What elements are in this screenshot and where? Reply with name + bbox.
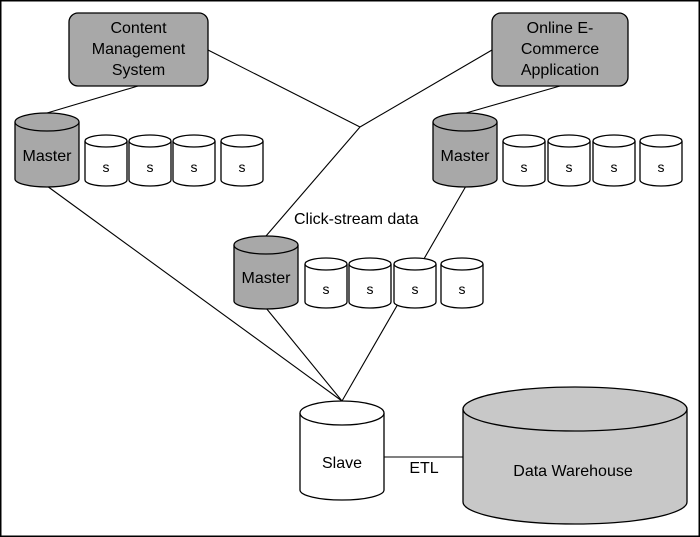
clickstream-slave-db-4: s [440,257,484,309]
cms-master-label: Master [23,148,73,165]
ecommerce-database-cluster: Master s s s s [432,112,683,188]
ecommerce-slave-db-1: s [502,134,546,187]
cms-label-line3: System [112,62,165,79]
slave-db: Slave [299,400,385,501]
clickstream-slave-db-3: s [393,257,437,309]
connector-lines [46,49,561,458]
clickstream-database-cluster: Master s s s s [233,235,484,310]
data-warehouse-db: Data Warehouse [462,386,688,525]
line-cms-to-junction [207,49,361,128]
cms-database-cluster: Master s s s s [14,112,264,188]
clickstream-slave-label-3: s [412,281,419,297]
clickstream-master-db: Master [233,235,299,310]
ecommerce-slave-label-4: s [658,159,665,175]
cms-slave-label-1: s [103,159,110,175]
line-cms-to-master [46,85,139,114]
line-ecommerce-to-junction [359,49,493,128]
ecommerce-label-line3: Application [521,62,599,79]
cms-slave-label-3: s [191,159,198,175]
ecommerce-box: Online E- Commerce Application [491,12,629,87]
ecommerce-label-line2: Commerce [521,41,599,58]
cms-slave-label-4: s [239,159,246,175]
cms-slave-db-4: s [220,134,264,187]
cms-box: Content Management System [68,12,209,87]
slave-label: Slave [322,455,362,472]
cms-slave-db-3: s [172,134,216,187]
clickstream-slave-label-1: s [323,281,330,297]
cms-master-db: Master [14,112,80,188]
line-cms-master-to-slave [46,185,343,402]
clickstream-slave-label-4: s [459,281,466,297]
ecommerce-slave-label-1: s [521,159,528,175]
cms-label-line1: Content [110,20,167,37]
line-click-master-to-slave [265,307,343,402]
clickstream-slave-label-2: s [367,281,374,297]
line-ecommerce-to-master [465,85,561,114]
ecommerce-slave-label-3: s [611,159,618,175]
clickstream-label: Click-stream data [294,211,419,228]
etl-label: ETL [409,460,438,477]
clickstream-slave-db-2: s [348,257,392,309]
cms-slave-db-1: s [84,134,128,187]
ecommerce-slave-db-3: s [592,134,636,187]
ecommerce-master-label: Master [441,148,491,165]
clickstream-master-label: Master [242,270,292,287]
data-warehouse-label: Data Warehouse [513,463,633,480]
ecommerce-master-db: Master [432,112,498,188]
cms-slave-label-2: s [147,159,154,175]
ecommerce-slave-db-2: s [547,134,591,187]
cms-label-line2: Management [92,41,186,58]
ecommerce-slave-label-2: s [566,159,573,175]
cms-slave-db-2: s [128,134,172,187]
line-junction-to-clickstream [265,126,361,237]
clickstream-slave-db-1: s [304,257,348,309]
ecommerce-slave-db-4: s [639,134,683,187]
ecommerce-label-line1: Online E- [527,20,594,37]
